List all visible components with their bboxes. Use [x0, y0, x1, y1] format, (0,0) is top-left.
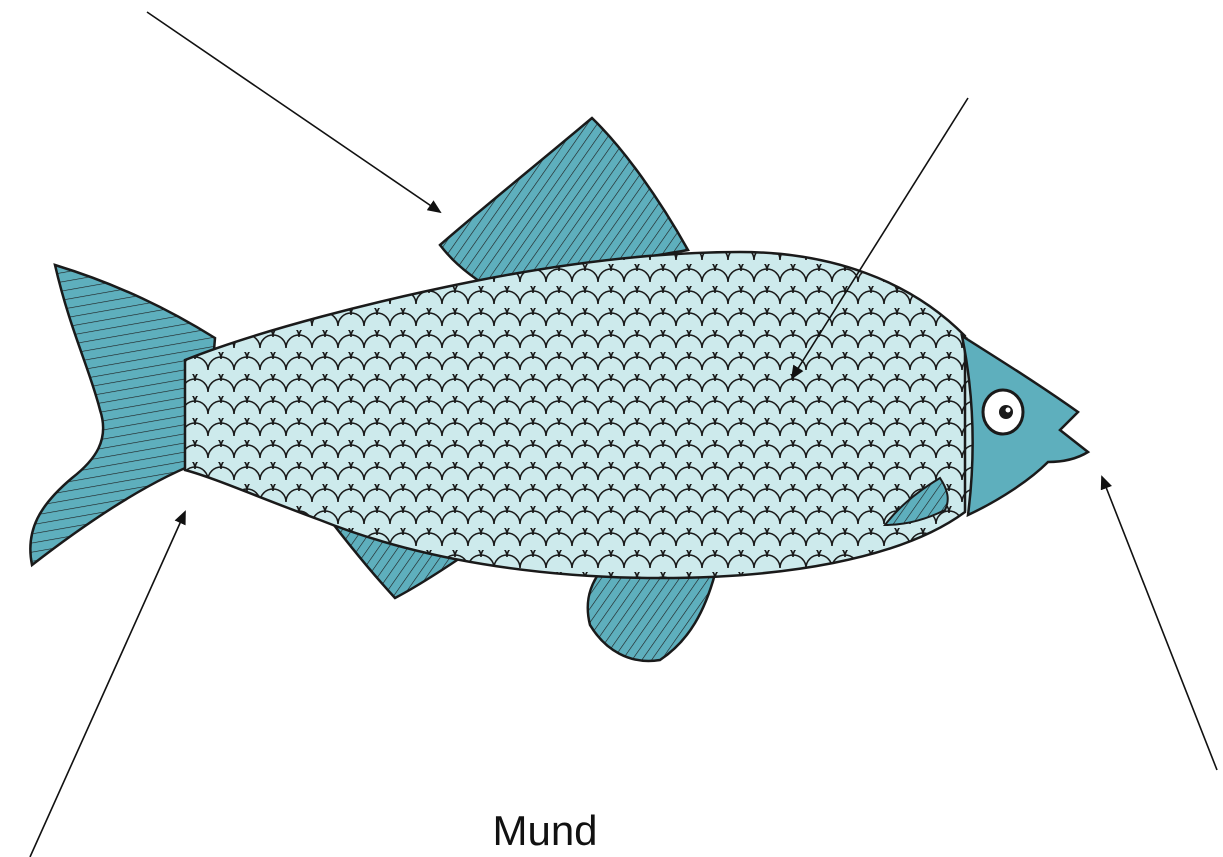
anal-fin: [588, 572, 715, 661]
arrow-dorsal-fin: [147, 12, 440, 212]
arrow-mouth: [1102, 477, 1217, 770]
fish-body: [180, 240, 980, 590]
arrow-tail-base: [30, 512, 185, 857]
label-mouth: Mund: [470, 810, 620, 852]
eye-icon: [983, 390, 1023, 434]
fish-head: [962, 336, 1088, 515]
